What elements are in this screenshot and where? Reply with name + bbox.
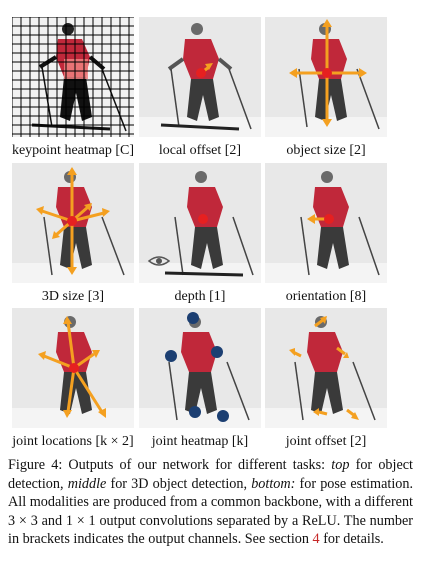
skier-silhouette bbox=[31, 23, 127, 132]
center-dot bbox=[196, 68, 206, 78]
caption-bottom: bottom: bbox=[251, 475, 296, 492]
caption-middle: middle bbox=[67, 475, 107, 492]
label-joint-offset: joint offset [2] bbox=[285, 434, 367, 449]
label-depth: depth [1] bbox=[174, 289, 226, 304]
skier-image bbox=[139, 308, 261, 428]
heatmap-grid bbox=[12, 17, 134, 137]
label-joint-locations: joint locations [k × 2] bbox=[3, 434, 143, 450]
panel-local-offset bbox=[139, 17, 261, 137]
label-keypoint-heatmap: keypoint heatmap [C] bbox=[11, 143, 135, 158]
caption-text1: for object detection, bbox=[8, 457, 414, 492]
caption-text2: for 3D object detection, bbox=[106, 475, 252, 492]
label-joint-locations-text: joint locations [k × 2] bbox=[12, 434, 134, 449]
label-local-offset: local offset [2] bbox=[158, 143, 242, 158]
caption-text3: for pose estimation. All modalities are … bbox=[8, 475, 414, 548]
skier-image bbox=[265, 17, 387, 137]
skier-image bbox=[12, 163, 134, 283]
panel-joint-offset bbox=[265, 308, 387, 428]
panel-joint-locations bbox=[12, 308, 134, 428]
joint-vectors bbox=[43, 321, 104, 413]
caption-top: top bbox=[331, 457, 350, 473]
panel-depth bbox=[139, 163, 261, 283]
joint-dots bbox=[165, 312, 229, 422]
panel-object-size bbox=[265, 17, 387, 137]
skier-image bbox=[139, 163, 261, 283]
skier-image bbox=[265, 163, 387, 283]
eye-icon bbox=[147, 256, 171, 266]
label-orientation: orientation [8] bbox=[285, 289, 367, 304]
label-joint-heatmap: joint heatmap [k] bbox=[130, 434, 270, 450]
label-object-size: object size [2] bbox=[286, 143, 366, 158]
caption-prefix: Figure 4: Outputs of our network for dif… bbox=[8, 457, 332, 473]
caption-text4: for details. bbox=[319, 531, 384, 548]
size-arrows bbox=[295, 25, 361, 121]
panel-keypoint-heatmap bbox=[12, 17, 134, 137]
panel-orientation bbox=[265, 163, 387, 283]
figure-caption: Figure 4: Outputs of our network for dif… bbox=[8, 456, 413, 549]
skier-image bbox=[139, 17, 261, 137]
section-ref-link[interactable]: 4 bbox=[312, 531, 320, 548]
skier-image bbox=[265, 308, 387, 428]
panel-3d-size bbox=[12, 163, 134, 283]
label-joint-heatmap-text: joint heatmap [k] bbox=[151, 434, 249, 449]
skier-grid-image bbox=[12, 17, 134, 137]
panel-joint-heatmap bbox=[139, 308, 261, 428]
label-3d-size: 3D size [3] bbox=[41, 289, 105, 304]
skier-image bbox=[12, 308, 134, 428]
